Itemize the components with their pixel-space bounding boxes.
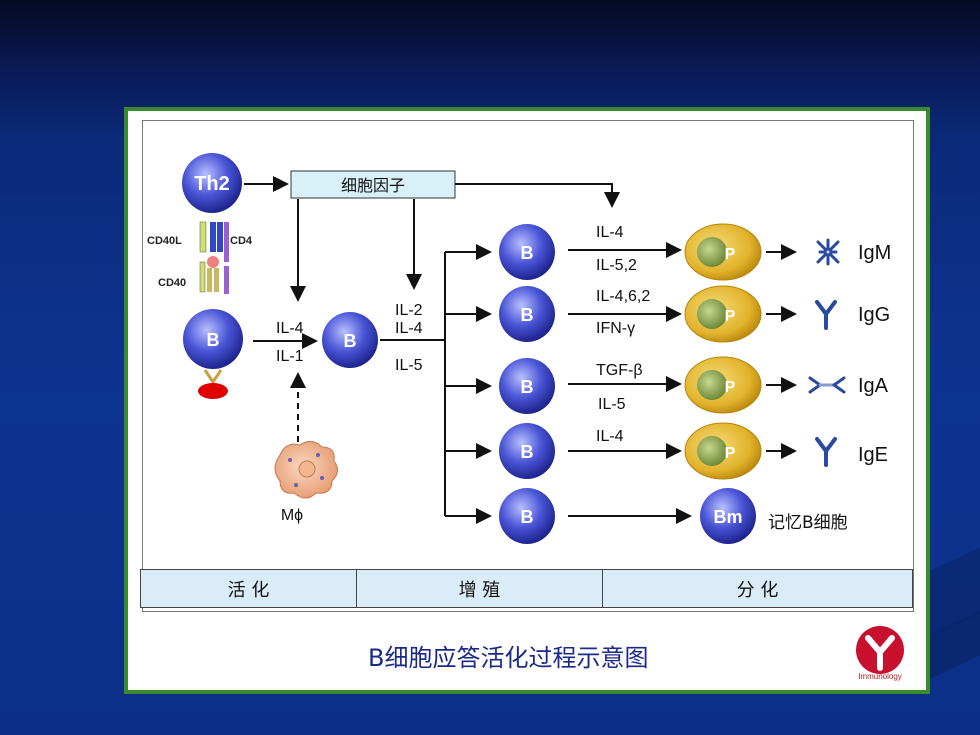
svg-text:P: P (725, 246, 736, 263)
cytokine-label: IL-2 (395, 302, 423, 319)
logo-text: Immunology (858, 672, 902, 681)
antibody-label: IgG (858, 304, 890, 326)
immunology-logo-icon (856, 626, 904, 674)
b-cell: B (499, 286, 555, 342)
svg-text:B: B (521, 507, 534, 527)
cytokine-label: IL-4 (276, 320, 304, 337)
antibody-label: IgM (858, 242, 891, 264)
antibody-label: IgA (858, 375, 889, 397)
cytokine-label: IL-1 (276, 348, 304, 365)
cytokine-label: IL-4 (596, 428, 624, 445)
plasma-cell: P (684, 422, 762, 480)
macrophage (274, 441, 338, 499)
cd40-label: CD40 (158, 277, 186, 289)
b-cell: B (499, 358, 555, 414)
cytokine-label: IL-5 (395, 357, 423, 374)
cytokine-box-label: 细胞因子 (341, 176, 405, 195)
plasma-cell: P (684, 356, 762, 414)
b-cell-resting: B (183, 309, 243, 399)
cytokine-label: IL-4,6,2 (596, 288, 650, 305)
th2-label: Th2 (194, 173, 230, 195)
memory-b-cell-label: 记忆B细胞 (768, 513, 848, 533)
b-cell: B (499, 423, 555, 479)
cytokine-label: IFN-γ (596, 320, 635, 337)
igg-antibody-icon (815, 300, 837, 330)
cd40l-cd40-receptors (199, 221, 229, 294)
stage-proliferation: 增 殖 (357, 570, 603, 607)
b-cell-activated: B (322, 312, 378, 368)
cytokine-label: IL-5 (598, 396, 626, 413)
svg-text:P: P (725, 379, 736, 396)
svg-text:P: P (725, 308, 736, 325)
b-cell: B (499, 224, 555, 280)
th2-cell: Th2 (182, 153, 242, 213)
stage-activation: 活 化 (141, 570, 357, 607)
cytokine-label: IL-4 (596, 224, 624, 241)
antibody-label: IgE (858, 444, 888, 466)
ige-antibody-icon (815, 437, 837, 467)
macrophage-label: Mϕ (281, 507, 303, 524)
svg-text:B: B (521, 377, 534, 397)
stage-bar: 活 化 增 殖 分 化 (140, 569, 913, 608)
cytokine-label: IL-4 (395, 320, 423, 337)
igm-pentamer-icon (816, 238, 840, 266)
memory-b-cell: Bm (700, 488, 756, 544)
svg-text:Bm: Bm (713, 507, 742, 527)
svg-text:P: P (725, 445, 736, 462)
plasma-cell: P (684, 223, 762, 281)
svg-text:B: B (521, 442, 534, 462)
svg-text:B: B (521, 305, 534, 325)
cd4-label: CD4 (230, 235, 253, 247)
cd40l-label: CD40L (147, 235, 182, 247)
svg-text:B: B (344, 331, 357, 351)
antigen-marker (198, 383, 228, 399)
iga-dimer-icon (808, 376, 846, 394)
arrow (455, 183, 620, 208)
cytokine-label: TGF-β (596, 362, 643, 379)
stage-differentiation: 分 化 (736, 579, 779, 601)
b-cell: B (499, 488, 555, 544)
plasma-cell: P (684, 285, 762, 343)
svg-text:B: B (521, 243, 534, 263)
cytokine-label: IL-5,2 (596, 257, 637, 274)
cytokine-box (290, 170, 456, 199)
figure-caption: B细胞应答活化过程示意图 (368, 644, 649, 672)
b-label: B (207, 330, 220, 350)
